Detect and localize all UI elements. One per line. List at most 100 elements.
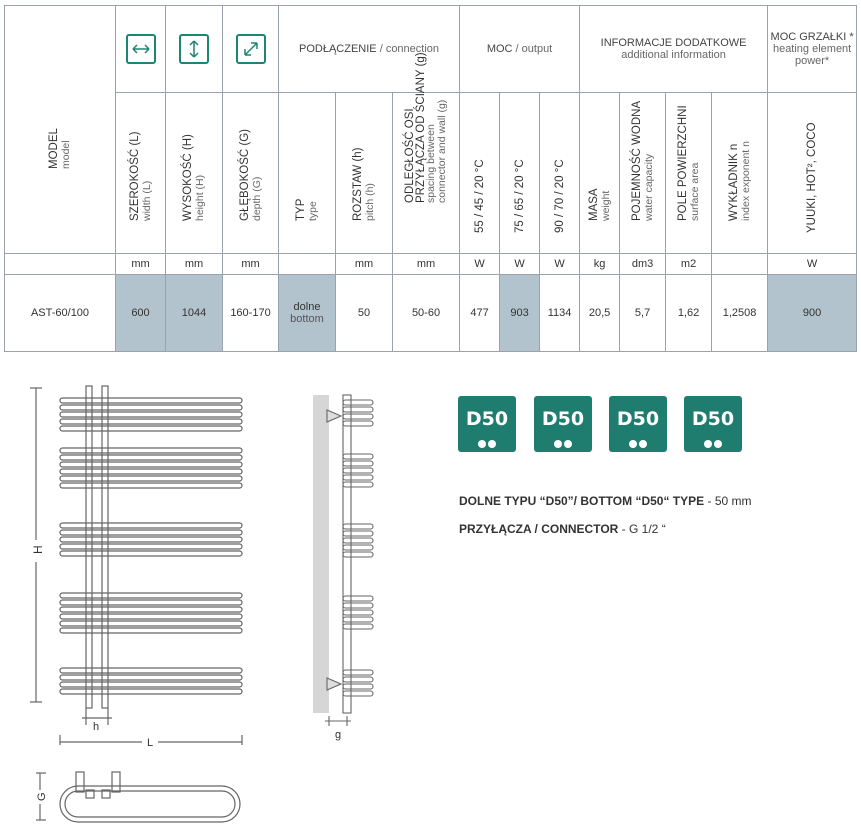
temp-90-header: 90 / 70 / 20 °C [539,92,581,254]
radiator-bar [59,688,243,695]
connector-dots-icon [458,440,516,450]
radiator-bar [59,599,243,606]
water-cell: 5,7 [619,274,667,352]
radiator-bar [59,447,243,454]
radiator-bar-side [342,544,374,551]
radiator-bar [59,592,243,599]
units-row: mm mm mm mm mm W W W kg dm3 m2 W [4,253,858,275]
unit-cell: kg [579,253,621,275]
d50-tag-2: D50 [534,396,592,452]
exponent-cell: 1,2508 [711,274,769,352]
unit-cell [278,253,336,275]
radiator-bar [59,606,243,613]
model-cell: AST-60/100 [4,274,116,352]
width-arrows-icon [125,34,156,64]
radiator-bar [59,475,243,482]
radiator-bar [59,674,243,681]
power-90-cell: 1134 [539,274,581,352]
radiator-bar-side [342,602,374,609]
connector-dots-icon [684,440,742,450]
radiator-bar [59,468,243,475]
unit-cell: mm [391,253,461,275]
pitch-dimension-label: h [93,721,99,733]
heater-cell: 900 [767,274,858,352]
height-cell: 1044 [165,274,223,352]
radiator-bar-side [342,481,374,488]
radiator-bar-side [342,474,374,481]
unit-cell: W [499,253,541,275]
unit-cell: W [459,253,501,275]
radiator-bar [59,613,243,620]
top-view-drawing: G [34,771,241,823]
mass-cell: 20,5 [579,274,621,352]
height-icon-cell [165,5,223,93]
radiator-bar-side [342,551,374,558]
radiator-bar-side [342,406,374,413]
depth-dimension-label: G [36,792,48,801]
radiator-bar [59,627,243,634]
radiator-bar-side [342,523,374,530]
radiator-bar-side [342,669,374,676]
depth-arrows-icon [235,34,266,64]
width-icon-cell [115,5,166,93]
radiator-bar-side [342,467,374,474]
width-header: SZEROKOŚĆ (L)width (L) [115,92,166,254]
unit-cell: dm3 [619,253,667,275]
depth-header: GŁĘBOKOŚĆ (G)depth (G) [222,92,279,254]
unit-cell: W [539,253,581,275]
height-dimension-label: H [31,545,45,554]
height-arrows-icon [179,34,209,64]
radiator-bar [59,543,243,550]
radiator-bar [59,454,243,461]
radiator-bar [59,550,243,557]
height-header: WYSOKOŚĆ (H)height (H) [165,92,223,254]
radiator-bar-side [342,399,374,406]
connection-header: PODŁĄCZENIE / connection [277,5,461,93]
radiator-bar-side [342,690,374,697]
radiator-bar-side [342,413,374,420]
radiator-bar [59,461,243,468]
unit-cell [711,253,769,275]
power-55-cell: 477 [459,274,501,352]
radiator-bar-side [342,676,374,683]
d50-tag-4: D50 [684,396,742,452]
radiator-bar [59,411,243,418]
radiator-bar [59,397,243,404]
heater-header: MOC GRZAŁKI *heating element power* [767,5,858,93]
radiator-bar-side [342,537,374,544]
unit-cell: m2 [665,253,713,275]
side-view-drawing: g [313,394,374,741]
unit-cell: mm [115,253,166,275]
radiator-bar [59,681,243,688]
connector-dots-icon [534,440,592,450]
unit-cell: mm [165,253,223,275]
temp-75-header: 75 / 65 / 20 °C [499,92,541,254]
radiator-bar-side [342,609,374,616]
radiator-bar [59,404,243,411]
depth-cell: 160-170 [222,274,279,352]
temp-55-header: 55 / 45 / 20 °C [459,92,501,254]
radiator-bar-side [342,530,374,537]
radiator-bar-side [342,623,374,630]
power-75-cell: 903 [499,274,541,352]
output-header: MOC / output [459,5,581,93]
radiator-bar [59,482,243,489]
radiator-bar-side [342,453,374,460]
unit-cell: W [767,253,858,275]
connector-dots-icon [609,440,667,450]
radiator-bar [59,522,243,529]
bottom-type-info: DOLNE TYPU “D50”/ BOTTOM “D50“ TYPE - 50… [459,494,752,508]
radiator-bar [59,418,243,425]
heater-models-header: YUUKI, HOT², COCO [767,92,858,254]
pitch-cell: 50 [335,274,393,352]
radiator-bar [59,529,243,536]
radiator-bar [59,620,243,627]
